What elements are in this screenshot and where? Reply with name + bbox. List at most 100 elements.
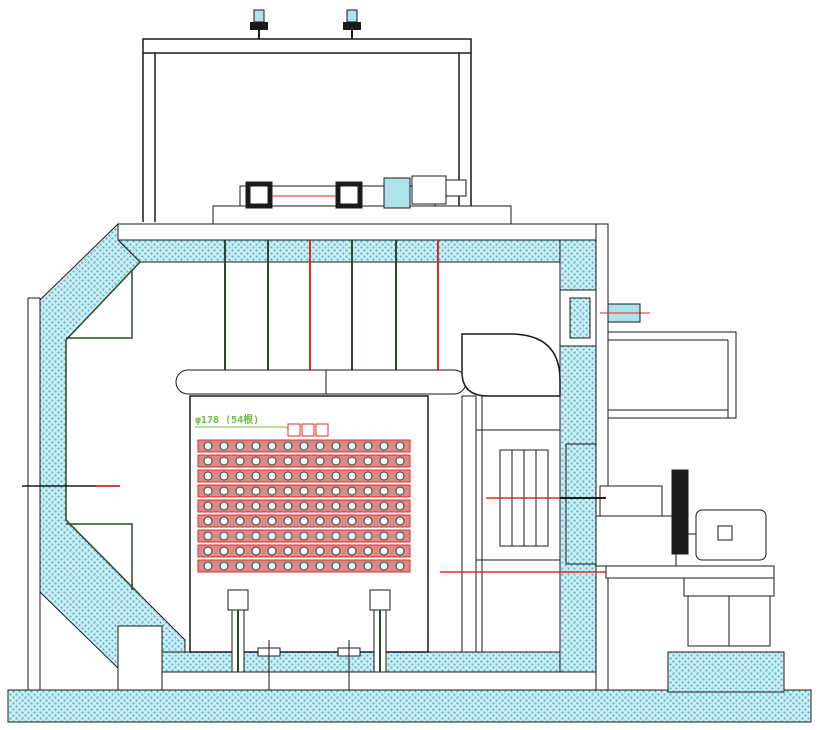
top-frame bbox=[142, 38, 472, 222]
tube bbox=[315, 561, 325, 571]
tube bbox=[363, 531, 373, 541]
tube bbox=[363, 441, 373, 451]
tube bbox=[235, 456, 245, 466]
tube bbox=[363, 486, 373, 496]
tube bbox=[363, 456, 373, 466]
tube bbox=[395, 561, 405, 571]
tube bbox=[203, 486, 213, 496]
tube bbox=[347, 516, 357, 526]
tube bbox=[299, 531, 309, 541]
tube bbox=[395, 471, 405, 481]
tube bbox=[267, 441, 277, 451]
tube bbox=[379, 561, 389, 571]
tube bbox=[235, 486, 245, 496]
tube bbox=[235, 471, 245, 481]
roof-insulation bbox=[116, 239, 597, 263]
floor-anchors bbox=[257, 640, 361, 690]
tube bbox=[347, 561, 357, 571]
tube bbox=[251, 486, 261, 496]
tube bbox=[331, 561, 341, 571]
right-wall-column bbox=[595, 223, 609, 691]
fan-duct bbox=[461, 333, 561, 397]
tube bbox=[395, 456, 405, 466]
tube bbox=[219, 546, 229, 556]
tube bbox=[299, 441, 309, 451]
tube bbox=[283, 516, 293, 526]
tube bbox=[283, 456, 293, 466]
tube bbox=[379, 441, 389, 451]
tube bbox=[267, 546, 277, 556]
tube bbox=[283, 441, 293, 451]
tube bbox=[395, 501, 405, 511]
tube bbox=[347, 501, 357, 511]
tube bbox=[363, 501, 373, 511]
tube bbox=[299, 501, 309, 511]
tube bbox=[203, 531, 213, 541]
tube bbox=[235, 441, 245, 451]
tube bbox=[219, 516, 229, 526]
left-pier bbox=[117, 625, 163, 691]
tube bbox=[299, 471, 309, 481]
tube bbox=[251, 531, 261, 541]
tube bbox=[283, 486, 293, 496]
tube bbox=[203, 546, 213, 556]
shaft-seal bbox=[565, 443, 597, 565]
motor-stand bbox=[683, 577, 775, 647]
foundation-slab bbox=[7, 689, 812, 723]
tube-bundle bbox=[197, 439, 411, 573]
tube bbox=[379, 456, 389, 466]
tube-ends bbox=[287, 423, 329, 437]
tube bbox=[219, 471, 229, 481]
tube bbox=[299, 561, 309, 571]
tube bbox=[395, 486, 405, 496]
tube bbox=[347, 456, 357, 466]
tube bbox=[331, 531, 341, 541]
tube bbox=[347, 471, 357, 481]
tube bbox=[331, 546, 341, 556]
tube bbox=[203, 501, 213, 511]
tube bbox=[379, 516, 389, 526]
tube bbox=[315, 456, 325, 466]
tube bbox=[331, 456, 341, 466]
furnace-roof bbox=[117, 223, 597, 241]
tube bbox=[219, 561, 229, 571]
tube bbox=[395, 516, 405, 526]
tube bbox=[315, 531, 325, 541]
tube bbox=[315, 486, 325, 496]
exhaust-duct bbox=[559, 289, 737, 419]
tube bbox=[347, 486, 357, 496]
left-wall-inner-line bbox=[65, 261, 141, 596]
tube bbox=[283, 561, 293, 571]
support-beam bbox=[175, 369, 467, 395]
tube bbox=[203, 456, 213, 466]
tube bbox=[251, 441, 261, 451]
tube bbox=[267, 531, 277, 541]
left-frame-column bbox=[27, 297, 41, 690]
tube bbox=[379, 531, 389, 541]
tube bbox=[331, 441, 341, 451]
tube bbox=[235, 501, 245, 511]
tube bbox=[331, 516, 341, 526]
tube bbox=[251, 471, 261, 481]
tube bbox=[219, 486, 229, 496]
tube bbox=[347, 546, 357, 556]
tube bbox=[331, 486, 341, 496]
tube bbox=[283, 501, 293, 511]
tube bbox=[395, 546, 405, 556]
tube bbox=[251, 546, 261, 556]
lifting-lug-right bbox=[343, 9, 361, 39]
tube bbox=[219, 501, 229, 511]
tube bbox=[379, 501, 389, 511]
tube bbox=[315, 516, 325, 526]
tube bbox=[379, 546, 389, 556]
tube bbox=[251, 516, 261, 526]
tube bbox=[315, 501, 325, 511]
tube bbox=[251, 561, 261, 571]
tube bbox=[347, 531, 357, 541]
tube bbox=[235, 516, 245, 526]
tube bbox=[363, 516, 373, 526]
tube bbox=[267, 471, 277, 481]
tube bbox=[267, 456, 277, 466]
tube bbox=[379, 471, 389, 481]
